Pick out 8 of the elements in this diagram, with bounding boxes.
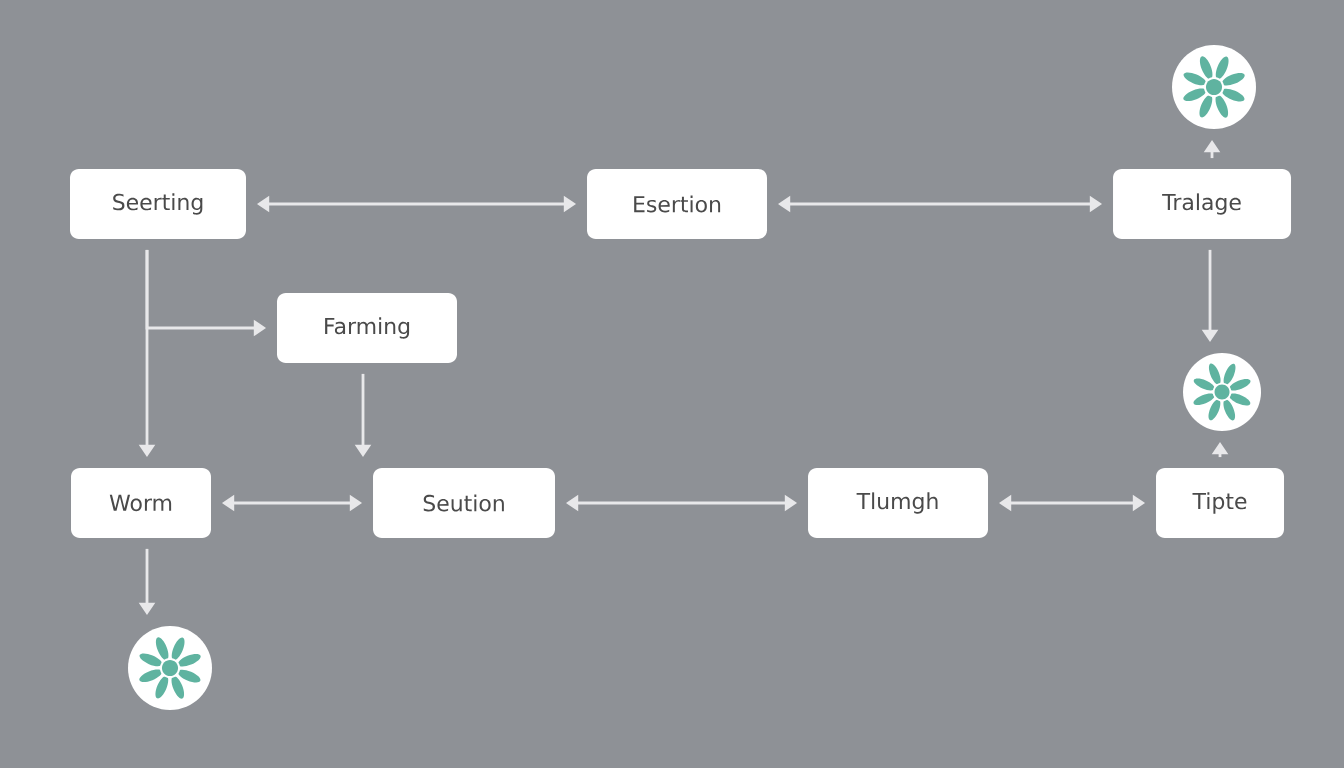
process-box: Farming <box>277 293 457 363</box>
process-box: Tipte <box>1156 468 1284 538</box>
process-box: Tralage <box>1113 169 1291 239</box>
process-box: Seution <box>373 468 555 538</box>
process-box: Seerting <box>70 169 246 239</box>
process-box: Esertion <box>587 169 767 239</box>
process-box: Worm <box>71 468 211 538</box>
process-box: Tlumgh <box>808 468 988 538</box>
